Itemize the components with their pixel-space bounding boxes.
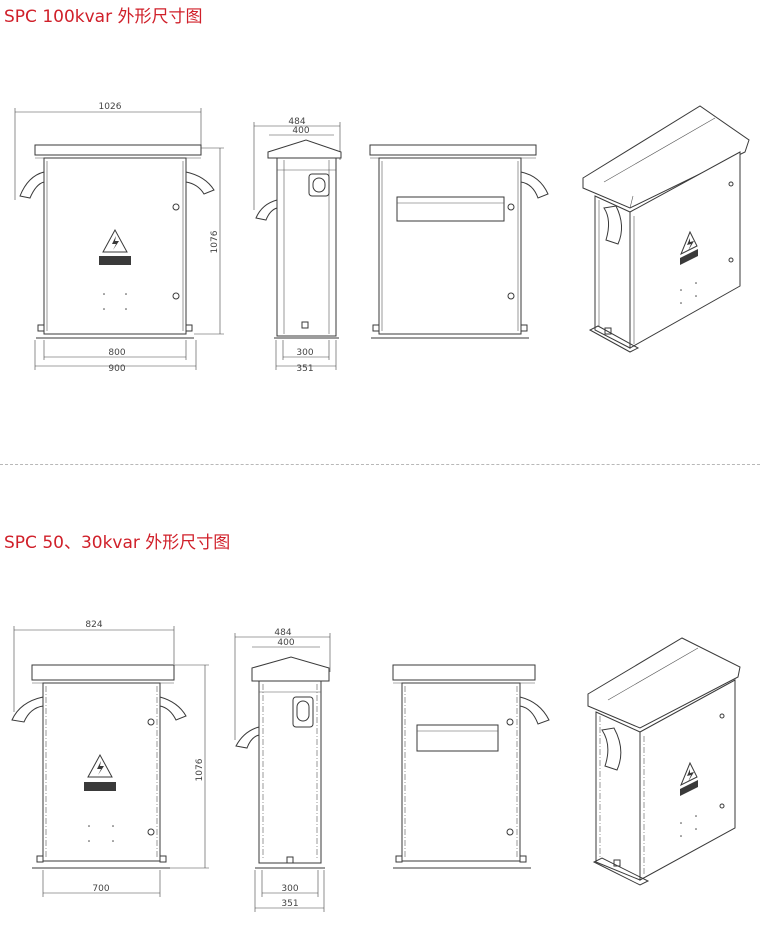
- cable-gland-icon: [308, 173, 330, 197]
- high-voltage-warning-icon: [680, 230, 698, 265]
- rear-view: [369, 144, 549, 339]
- high-voltage-warning-icon: [680, 761, 698, 796]
- dim-base-inner: 700: [92, 884, 109, 894]
- rear-view: [392, 664, 550, 869]
- cable-gland-icon: [292, 696, 314, 728]
- dim-side-base-outer: 351: [281, 899, 298, 909]
- drawing-100kvar: 1026 800 900: [14, 102, 750, 374]
- isometric-view: [582, 105, 750, 353]
- drawing-50-30kvar: 824 700 1076 484 400: [11, 620, 741, 912]
- dim-side-top-outer: 484: [274, 628, 291, 638]
- high-voltage-warning-icon: [84, 753, 116, 791]
- isometric-view: [587, 637, 741, 886]
- dim-front-width: 1026: [99, 102, 122, 112]
- dim-front-width: 824: [85, 620, 102, 630]
- high-voltage-warning-icon: [99, 228, 131, 265]
- dim-side-base-outer: 351: [296, 364, 313, 374]
- dim-base-inner: 800: [108, 348, 125, 358]
- dim-height: 1076: [210, 230, 220, 253]
- section-title-50-30kvar: SPC 50、30kvar 外形尺寸图: [4, 533, 231, 553]
- dim-side-top-inner: 400: [292, 126, 309, 136]
- side-view: 484 400 300 351: [253, 117, 342, 374]
- dim-side-top-outer: 484: [288, 117, 305, 127]
- dim-side-base-inner: 300: [296, 348, 313, 358]
- dim-side-base-inner: 300: [281, 884, 298, 894]
- front-view: 1026 800 900: [14, 102, 224, 374]
- front-view: 824 700 1076: [11, 620, 209, 897]
- dim-base-outer: 900: [108, 364, 125, 374]
- side-view: 484 400 300 351: [234, 628, 331, 912]
- section-title-100kvar: SPC 100kvar 外形尺寸图: [4, 7, 203, 27]
- dim-height: 1076: [195, 758, 205, 781]
- dim-side-top-inner: 400: [277, 638, 294, 648]
- section-separator: [0, 464, 760, 465]
